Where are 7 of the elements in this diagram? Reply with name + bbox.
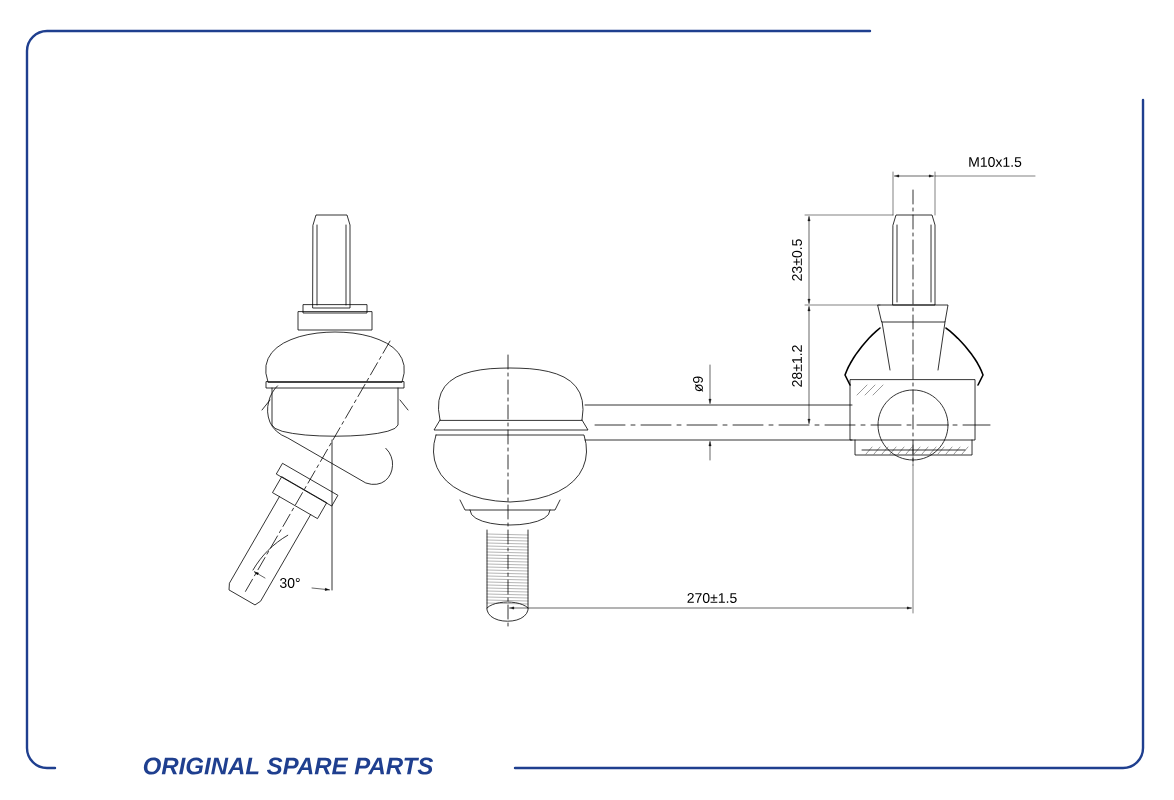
dimension-label: 23±0.5 <box>792 239 802 281</box>
slogan-text: ORIGINAL SPARE PARTS <box>143 757 434 775</box>
dimension-label: 28±1.2 <box>792 345 802 387</box>
dimension-label: 30° <box>279 578 300 588</box>
dimension-label: 270±1.5 <box>687 593 737 603</box>
dimension-label: M10x1.5 <box>969 157 1022 167</box>
dimension-label: ø9 <box>693 376 704 392</box>
